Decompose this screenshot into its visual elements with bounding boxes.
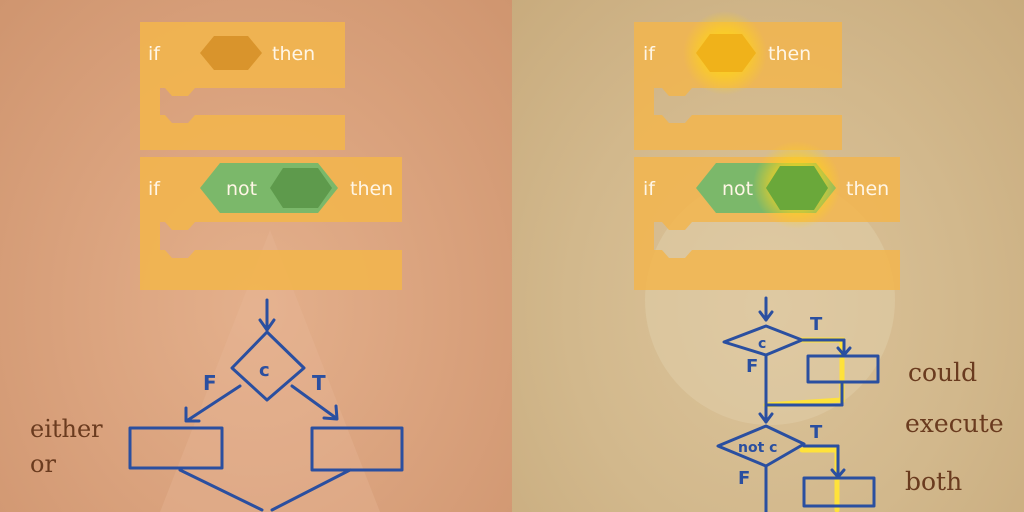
false-process-box [128, 426, 224, 470]
right-panel: if then if not then [512, 0, 1024, 512]
false-label-1-right: F [746, 356, 758, 377]
false-label-2-right: F [738, 468, 750, 489]
process-box-2 [802, 476, 876, 508]
then-label-2: then [350, 178, 393, 200]
true-arrow [290, 384, 338, 420]
annotation-both: both [905, 467, 962, 496]
true-label-2-right: T [810, 422, 823, 443]
true-label-left: T [312, 371, 326, 395]
true-label-1-right: T [810, 314, 823, 335]
then-label-2-right: then [846, 178, 889, 200]
condition-label-right: c [758, 336, 766, 352]
left-panel: if then if not then c F [0, 0, 512, 512]
not-empty-slot[interactable] [270, 168, 332, 208]
not-label-right: not [722, 178, 753, 200]
if-then-block-1-right[interactable]: if then [634, 11, 842, 150]
if-label-2: if [148, 178, 161, 200]
true-process-box [310, 426, 404, 472]
left-flowchart [128, 298, 404, 512]
empty-condition-slot[interactable] [200, 36, 262, 70]
annotation-or: or [30, 450, 56, 478]
background-circle [645, 175, 895, 425]
left-canvas: if then if not then c F [30, 22, 404, 512]
if-then-block-2[interactable]: if not then [140, 157, 402, 290]
annotation-either: either [30, 415, 103, 443]
right-canvas: if then if not then [634, 11, 1004, 512]
annotation-execute: execute [905, 409, 1004, 438]
right-flowchart [716, 296, 880, 512]
highlighted-not-slot[interactable] [766, 166, 828, 210]
not-condition-label: not c [738, 440, 777, 456]
background-silhouette [160, 230, 380, 512]
condition-label: c [259, 360, 270, 381]
process-box-1 [806, 354, 880, 384]
if-label-1-right: if [643, 43, 656, 65]
then-label-1: then [272, 43, 315, 65]
false-arrow [186, 384, 242, 422]
not-label-left: not [226, 178, 257, 200]
then-label-1-right: then [768, 43, 811, 65]
false-label-left: F [203, 371, 217, 395]
if-label-1: if [148, 43, 161, 65]
not-condition-diamond [716, 424, 806, 468]
highlighted-condition-slot[interactable] [696, 34, 756, 72]
if-label-2-right: if [643, 178, 656, 200]
if-then-block-1[interactable]: if then [140, 22, 345, 150]
if-then-block-2-right[interactable]: if not then [634, 141, 900, 290]
annotation-could: could [908, 358, 977, 387]
condition-diamond [230, 330, 306, 402]
